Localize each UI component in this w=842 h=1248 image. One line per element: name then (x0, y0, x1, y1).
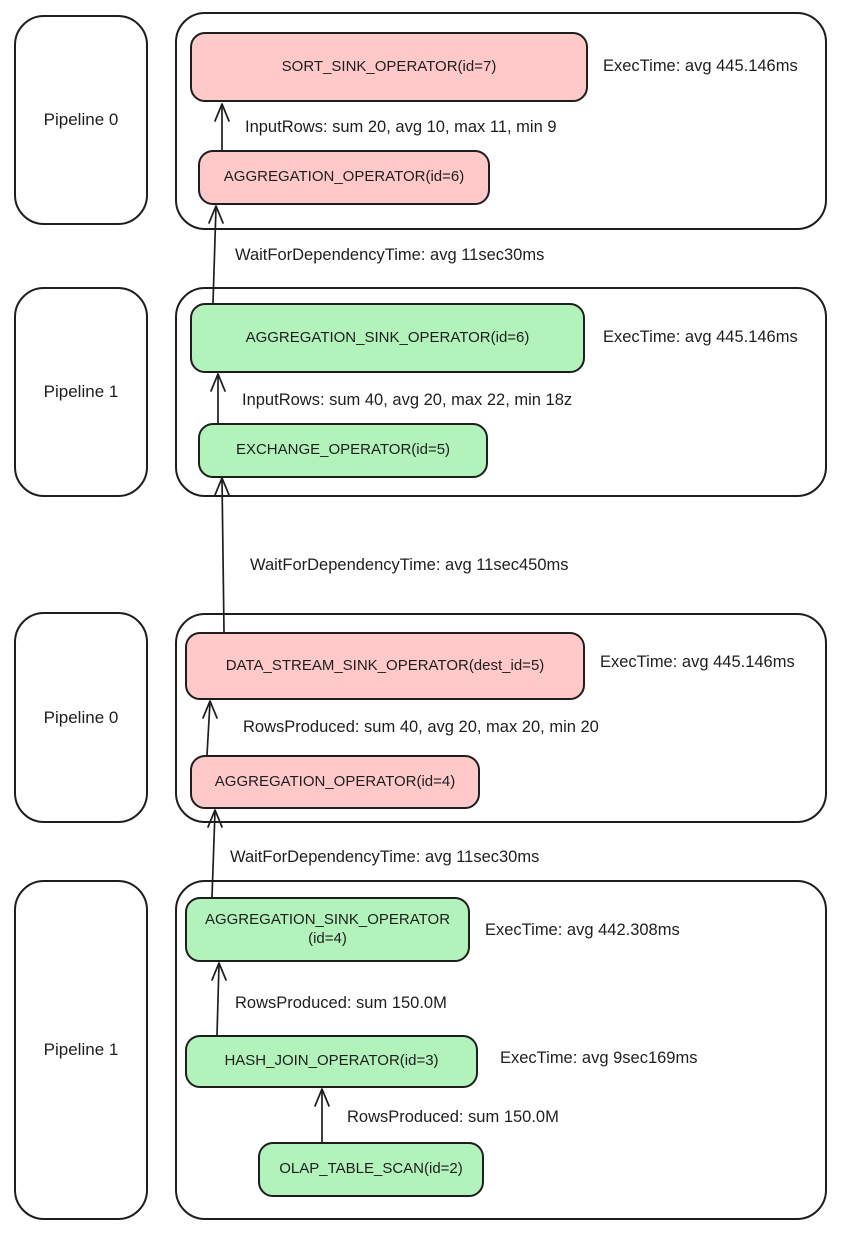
operator-label: AGGREGATION_OPERATOR(id=6) (223, 168, 465, 186)
wait-for-dependency-label: WaitForDependencyTime: avg 11sec30ms (235, 246, 545, 264)
edge-label-input-rows: InputRows: sum 40, avg 20, max 22, min 1… (242, 391, 573, 409)
edge-label-input-rows: InputRows: sum 20, avg 10, max 11, min 9 (245, 118, 557, 136)
operator-exchange-5: EXCHANGE_OPERATOR(id=5) (198, 423, 488, 478)
operator-label: AGGREGATION_SINK_OPERATOR(id=6) (245, 328, 530, 346)
operator-label: AGGREGATION_SINK_OPERATOR (id=4) (204, 910, 451, 947)
edge-label-rows-produced: RowsProduced: sum 40, avg 20, max 20, mi… (243, 718, 599, 736)
operator-aggregation-sink-4: AGGREGATION_SINK_OPERATOR (id=4) (185, 897, 470, 962)
edge-label-rows-produced: RowsProduced: sum 150.0M (235, 994, 447, 1012)
pipeline-label: Pipeline 0 (43, 110, 119, 129)
pipeline-node-0: Pipeline 0 (14, 15, 148, 225)
exec-time-label: ExecTime: avg 445.146ms (603, 57, 798, 75)
operator-label: DATA_STREAM_SINK_OPERATOR(dest_id=5) (225, 656, 545, 674)
pipeline-node-1: Pipeline 1 (14, 287, 148, 497)
operator-aggregation-6: AGGREGATION_OPERATOR(id=6) (198, 150, 490, 205)
wait-for-dependency-label: WaitForDependencyTime: avg 11sec450ms (250, 556, 569, 574)
operator-label: OLAP_TABLE_SCAN(id=2) (279, 1160, 463, 1178)
pipeline-node-3: Pipeline 1 (14, 880, 148, 1220)
wait-for-dependency-label: WaitForDependencyTime: avg 11sec30ms (230, 848, 540, 866)
pipeline-label: Pipeline 1 (43, 1040, 119, 1059)
pipeline-label: Pipeline 0 (43, 707, 119, 727)
operator-sort-sink-7: SORT_SINK_OPERATOR(id=7) (190, 32, 588, 102)
exec-time-label: ExecTime: avg 445.146ms (600, 653, 795, 671)
operator-aggregation-4: AGGREGATION_OPERATOR(id=4) (190, 755, 480, 809)
operator-hash-join-3: HASH_JOIN_OPERATOR(id=3) (185, 1035, 478, 1088)
exec-time-label: ExecTime: avg 445.146ms (603, 328, 798, 346)
operator-olap-table-scan-2: OLAP_TABLE_SCAN(id=2) (258, 1142, 484, 1197)
exec-time-label: ExecTime: avg 9sec169ms (500, 1049, 698, 1067)
operator-label: HASH_JOIN_OPERATOR(id=3) (224, 1052, 439, 1070)
operator-label: AGGREGATION_OPERATOR(id=4) (214, 772, 456, 790)
operator-label: EXCHANGE_OPERATOR(id=5) (235, 441, 451, 459)
operator-label: SORT_SINK_OPERATOR(id=7) (281, 57, 497, 75)
operator-aggregation-sink-6: AGGREGATION_SINK_OPERATOR(id=6) (190, 303, 585, 373)
pipeline-node-2: Pipeline 0 (14, 612, 148, 823)
exec-time-label: ExecTime: avg 442.308ms (485, 921, 680, 939)
operator-data-stream-sink-5: DATA_STREAM_SINK_OPERATOR(dest_id=5) (185, 632, 585, 700)
arrow-data-stream-sink5-to-exchange5 (214, 477, 230, 633)
edge-label-rows-produced: RowsProduced: sum 150.0M (347, 1108, 559, 1126)
pipeline-label: Pipeline 1 (43, 382, 119, 401)
